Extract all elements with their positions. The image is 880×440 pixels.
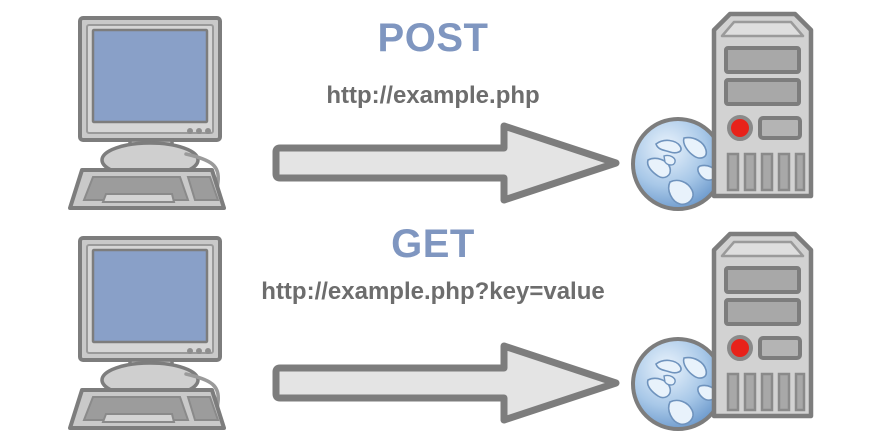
arrow-right-post bbox=[268, 120, 624, 206]
post-method-label: POST bbox=[0, 16, 880, 61]
computer-icon bbox=[68, 236, 226, 430]
globe-get bbox=[626, 330, 731, 435]
flow-row-post bbox=[60, 8, 825, 215]
get-method-text: GET bbox=[391, 222, 475, 266]
get-url-label: http://example.php?key=value bbox=[0, 278, 880, 306]
client-computer-get bbox=[60, 230, 260, 435]
arrow-right-get bbox=[268, 340, 624, 426]
globe-icon bbox=[631, 337, 725, 431]
server-tower-icon bbox=[711, 11, 814, 199]
post-method-text: POST bbox=[377, 16, 489, 60]
arrow-right-icon bbox=[272, 122, 620, 204]
globe-icon bbox=[631, 117, 725, 211]
client-computer-post bbox=[60, 10, 260, 215]
web-server-post bbox=[700, 8, 825, 203]
arrow-right-icon bbox=[272, 342, 620, 424]
server-tower-icon bbox=[711, 231, 814, 419]
flow-row-get bbox=[0, 220, 880, 440]
web-server-get bbox=[700, 228, 825, 423]
globe-post bbox=[626, 110, 731, 215]
post-url-label: http://example.php bbox=[0, 82, 880, 110]
get-method-label: GET bbox=[0, 222, 880, 267]
get-url-text: http://example.php?key=value bbox=[261, 278, 605, 305]
post-url-text: http://example.php bbox=[326, 82, 540, 109]
computer-icon bbox=[68, 16, 226, 210]
